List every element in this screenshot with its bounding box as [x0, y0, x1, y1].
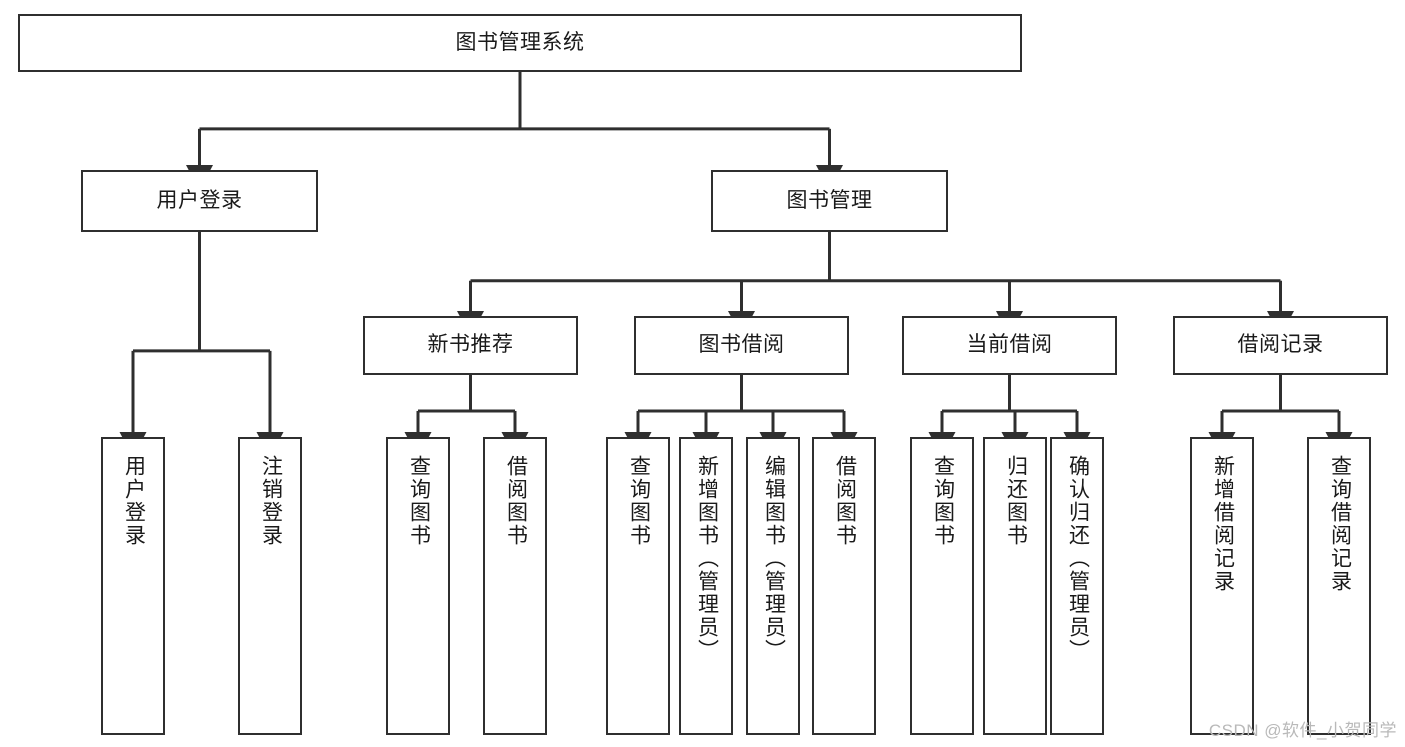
node-leaf-query-b[interactable]: 查询图书 [606, 437, 670, 735]
node-leaf-edit-book[interactable]: 编辑图书（管理员） [746, 437, 800, 735]
node-leaf-login[interactable]: 用户登录 [101, 437, 165, 735]
node-leaf-return[interactable]: 归还图书 [983, 437, 1047, 735]
node-record[interactable]: 借阅记录 [1173, 316, 1388, 375]
csdn-watermark: CSDN @软件_小贺同学 [1208, 721, 1397, 740]
node-label: 借阅图书 [504, 455, 528, 547]
node-leaf-borrow-book[interactable]: 借阅图书 [812, 437, 876, 735]
node-leaf-borrow-new[interactable]: 借阅图书 [483, 437, 547, 735]
node-newbook[interactable]: 新书推荐 [363, 316, 578, 375]
node-label: 用户登录 [156, 188, 243, 212]
node-leaf-add-record[interactable]: 新增借阅记录 [1190, 437, 1254, 735]
node-login[interactable]: 用户登录 [81, 170, 318, 232]
node-leaf-add-book[interactable]: 新增图书（管理员） [679, 437, 733, 735]
node-label: 新增借阅记录 [1211, 455, 1235, 593]
node-borrow[interactable]: 图书借阅 [634, 316, 849, 375]
node-label: 新书推荐 [427, 333, 514, 357]
node-leaf-query-record[interactable]: 查询借阅记录 [1307, 437, 1371, 735]
node-label: 归还图书 [1004, 455, 1028, 547]
node-leaf-confirm[interactable]: 确认归还（管理员） [1050, 437, 1104, 735]
node-label: 用户登录 [122, 455, 146, 547]
node-label: 查询图书 [407, 455, 431, 547]
node-bookmgmt[interactable]: 图书管理 [711, 170, 948, 232]
node-label: 注销登录 [259, 455, 283, 547]
node-label: 查询图书 [627, 455, 651, 547]
node-leaf-query-c[interactable]: 查询图书 [910, 437, 974, 735]
node-leaf-logout[interactable]: 注销登录 [238, 437, 302, 735]
node-label: 查询图书 [931, 455, 955, 547]
node-label: 借阅记录 [1237, 333, 1324, 357]
node-current[interactable]: 当前借阅 [902, 316, 1117, 375]
node-root[interactable]: 图书管理系统 [18, 14, 1022, 72]
node-label: 查询借阅记录 [1328, 455, 1352, 593]
node-label: 确认归还（管理员） [1066, 455, 1090, 662]
node-label: 借阅图书 [833, 455, 857, 547]
node-label: 新增图书（管理员） [695, 455, 719, 662]
node-leaf-query-new[interactable]: 查询图书 [386, 437, 450, 735]
node-label: 当前借阅 [966, 333, 1053, 357]
node-label: 图书管理系统 [455, 30, 585, 54]
node-label: 编辑图书（管理员） [762, 455, 786, 662]
node-label: 图书借阅 [698, 333, 785, 357]
node-label: 图书管理 [786, 188, 873, 212]
